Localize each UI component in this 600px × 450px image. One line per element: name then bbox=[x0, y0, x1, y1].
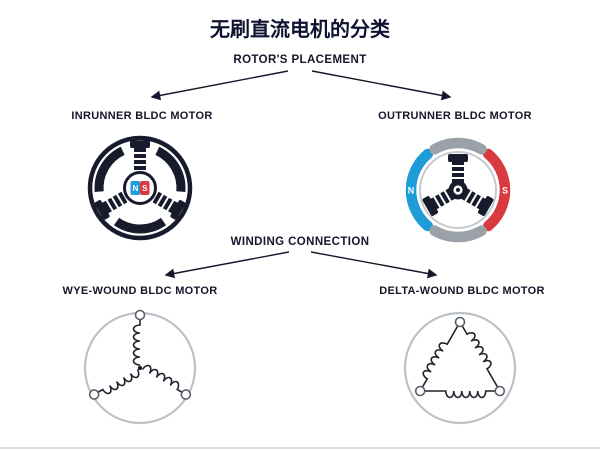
stator-arc-segment bbox=[94, 146, 125, 192]
inrunner-label: INRUNNER BLDC MOTOR bbox=[71, 110, 212, 122]
south-magnet bbox=[140, 181, 150, 195]
north-label: N bbox=[133, 184, 139, 193]
south-magnet-arc bbox=[482, 148, 511, 232]
branch-arrow-right bbox=[311, 70, 452, 101]
north-label: N bbox=[408, 186, 415, 196]
south-label: S bbox=[142, 184, 148, 193]
branch-arrow-left bbox=[164, 251, 290, 279]
winding-connection-heading: WINDING CONNECTION bbox=[231, 236, 370, 248]
winding-boundary-circle bbox=[403, 311, 517, 425]
inrunner-motor-diagram: N S bbox=[87, 135, 193, 241]
outrunner-label: OUTRUNNER BLDC MOTOR bbox=[378, 110, 532, 122]
wye-neutral-joint bbox=[137, 365, 143, 371]
stator-arc-segment bbox=[113, 217, 167, 234]
delta-terminal-bottom-left bbox=[414, 385, 426, 397]
magnet-arc-gray-bottom bbox=[429, 225, 487, 243]
bottom-divider bbox=[0, 447, 600, 449]
delta-terminal-top bbox=[454, 316, 466, 328]
branch-arrow-left bbox=[150, 70, 289, 101]
page-title: 无刷直流电机的分类 bbox=[210, 17, 390, 41]
delta-winding-diagram bbox=[403, 311, 517, 425]
rotor-shaft-dot bbox=[456, 188, 460, 192]
rotor-placement-heading: ROTOR'S PLACEMENT bbox=[233, 54, 366, 66]
delta-terminal-bottom-right bbox=[494, 385, 506, 397]
branch-arrow-right bbox=[310, 251, 438, 279]
wye-winding-diagram bbox=[83, 309, 197, 425]
north-magnet-arc bbox=[405, 148, 434, 232]
stator-arc-segment bbox=[155, 146, 186, 192]
magnet-arc-gray-top bbox=[429, 137, 487, 155]
south-label: S bbox=[502, 186, 508, 196]
wye-wound-label: WYE-WOUND BLDC MOTOR bbox=[63, 285, 218, 297]
north-magnet bbox=[130, 181, 140, 195]
delta-wound-label: DELTA-WOUND BLDC MOTOR bbox=[379, 285, 544, 297]
outrunner-motor-diagram: N S bbox=[405, 137, 511, 243]
